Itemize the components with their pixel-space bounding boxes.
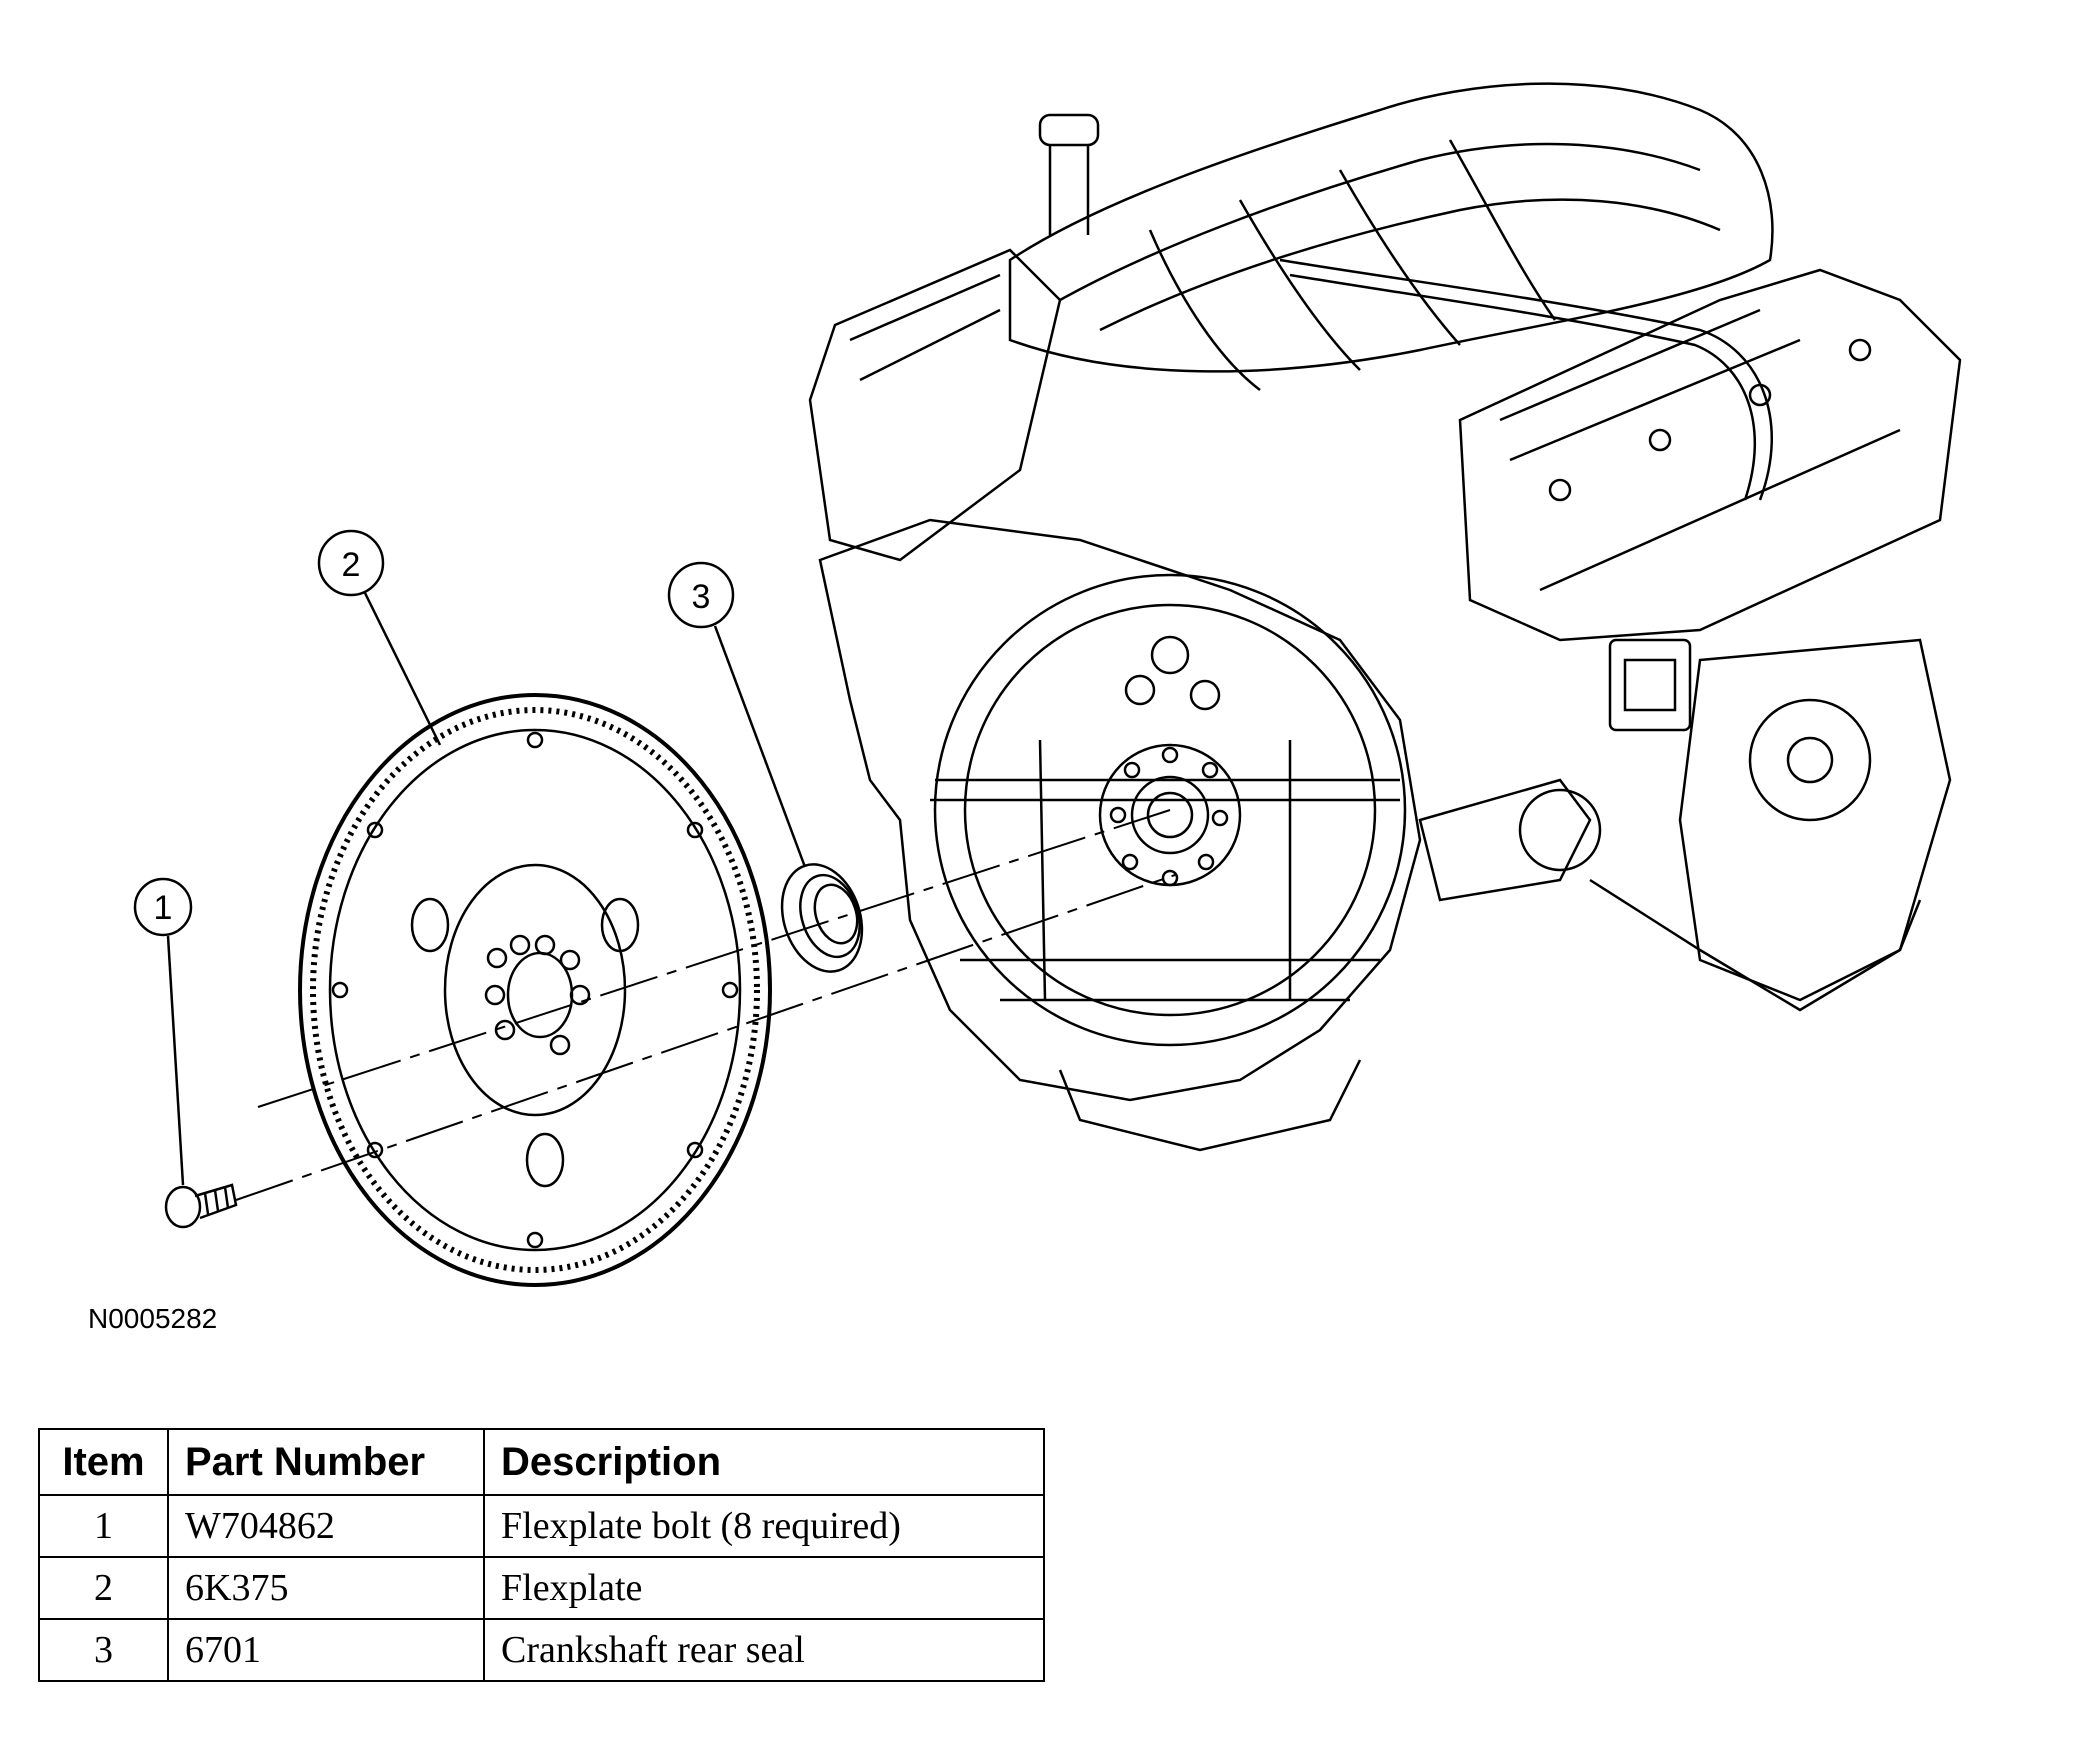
table-row: 3 6701 Crankshaft rear seal — [38, 1618, 1045, 1682]
description-cell: Flexplate — [483, 1556, 1045, 1620]
part-number-cell: 6K375 — [167, 1556, 485, 1620]
item-cell: 3 — [38, 1618, 169, 1682]
flexplate-bolt — [164, 1183, 238, 1229]
exploded-view-diagram: 1 2 3 — [133, 82, 1962, 1287]
header-description: Description — [483, 1428, 1045, 1496]
header-item: Item — [38, 1428, 169, 1496]
flexplate — [298, 693, 772, 1287]
item-cell: 2 — [38, 1556, 169, 1620]
part-number-cell: 6701 — [167, 1618, 485, 1682]
part-number-cell: W704862 — [167, 1494, 485, 1558]
figure-id: N0005282 — [88, 1303, 218, 1334]
callout-2-number: 2 — [342, 546, 361, 584]
description-cell: Crankshaft rear seal — [483, 1618, 1045, 1682]
header-part-number: Part Number — [167, 1428, 485, 1496]
assembly-centerlines — [235, 809, 1176, 1201]
callout-2 — [317, 529, 442, 746]
table-header-row: Item Part Number Description — [38, 1428, 1045, 1496]
crankshaft-rear-seal — [780, 863, 864, 973]
callout-1-number: 1 — [154, 889, 173, 927]
item-cell: 1 — [38, 1494, 169, 1558]
callout-3 — [667, 561, 807, 868]
callout-3-number: 3 — [692, 578, 711, 616]
table-row: 1 W704862 Flexplate bolt (8 required) — [38, 1494, 1045, 1558]
engine-assembly — [808, 82, 1962, 1152]
table-row: 2 6K375 Flexplate — [38, 1556, 1045, 1620]
callout-1 — [133, 877, 193, 1186]
parts-table: Item Part Number Description 1 W704862 F… — [38, 1428, 1045, 1682]
description-cell: Flexplate bolt (8 required) — [483, 1494, 1045, 1558]
